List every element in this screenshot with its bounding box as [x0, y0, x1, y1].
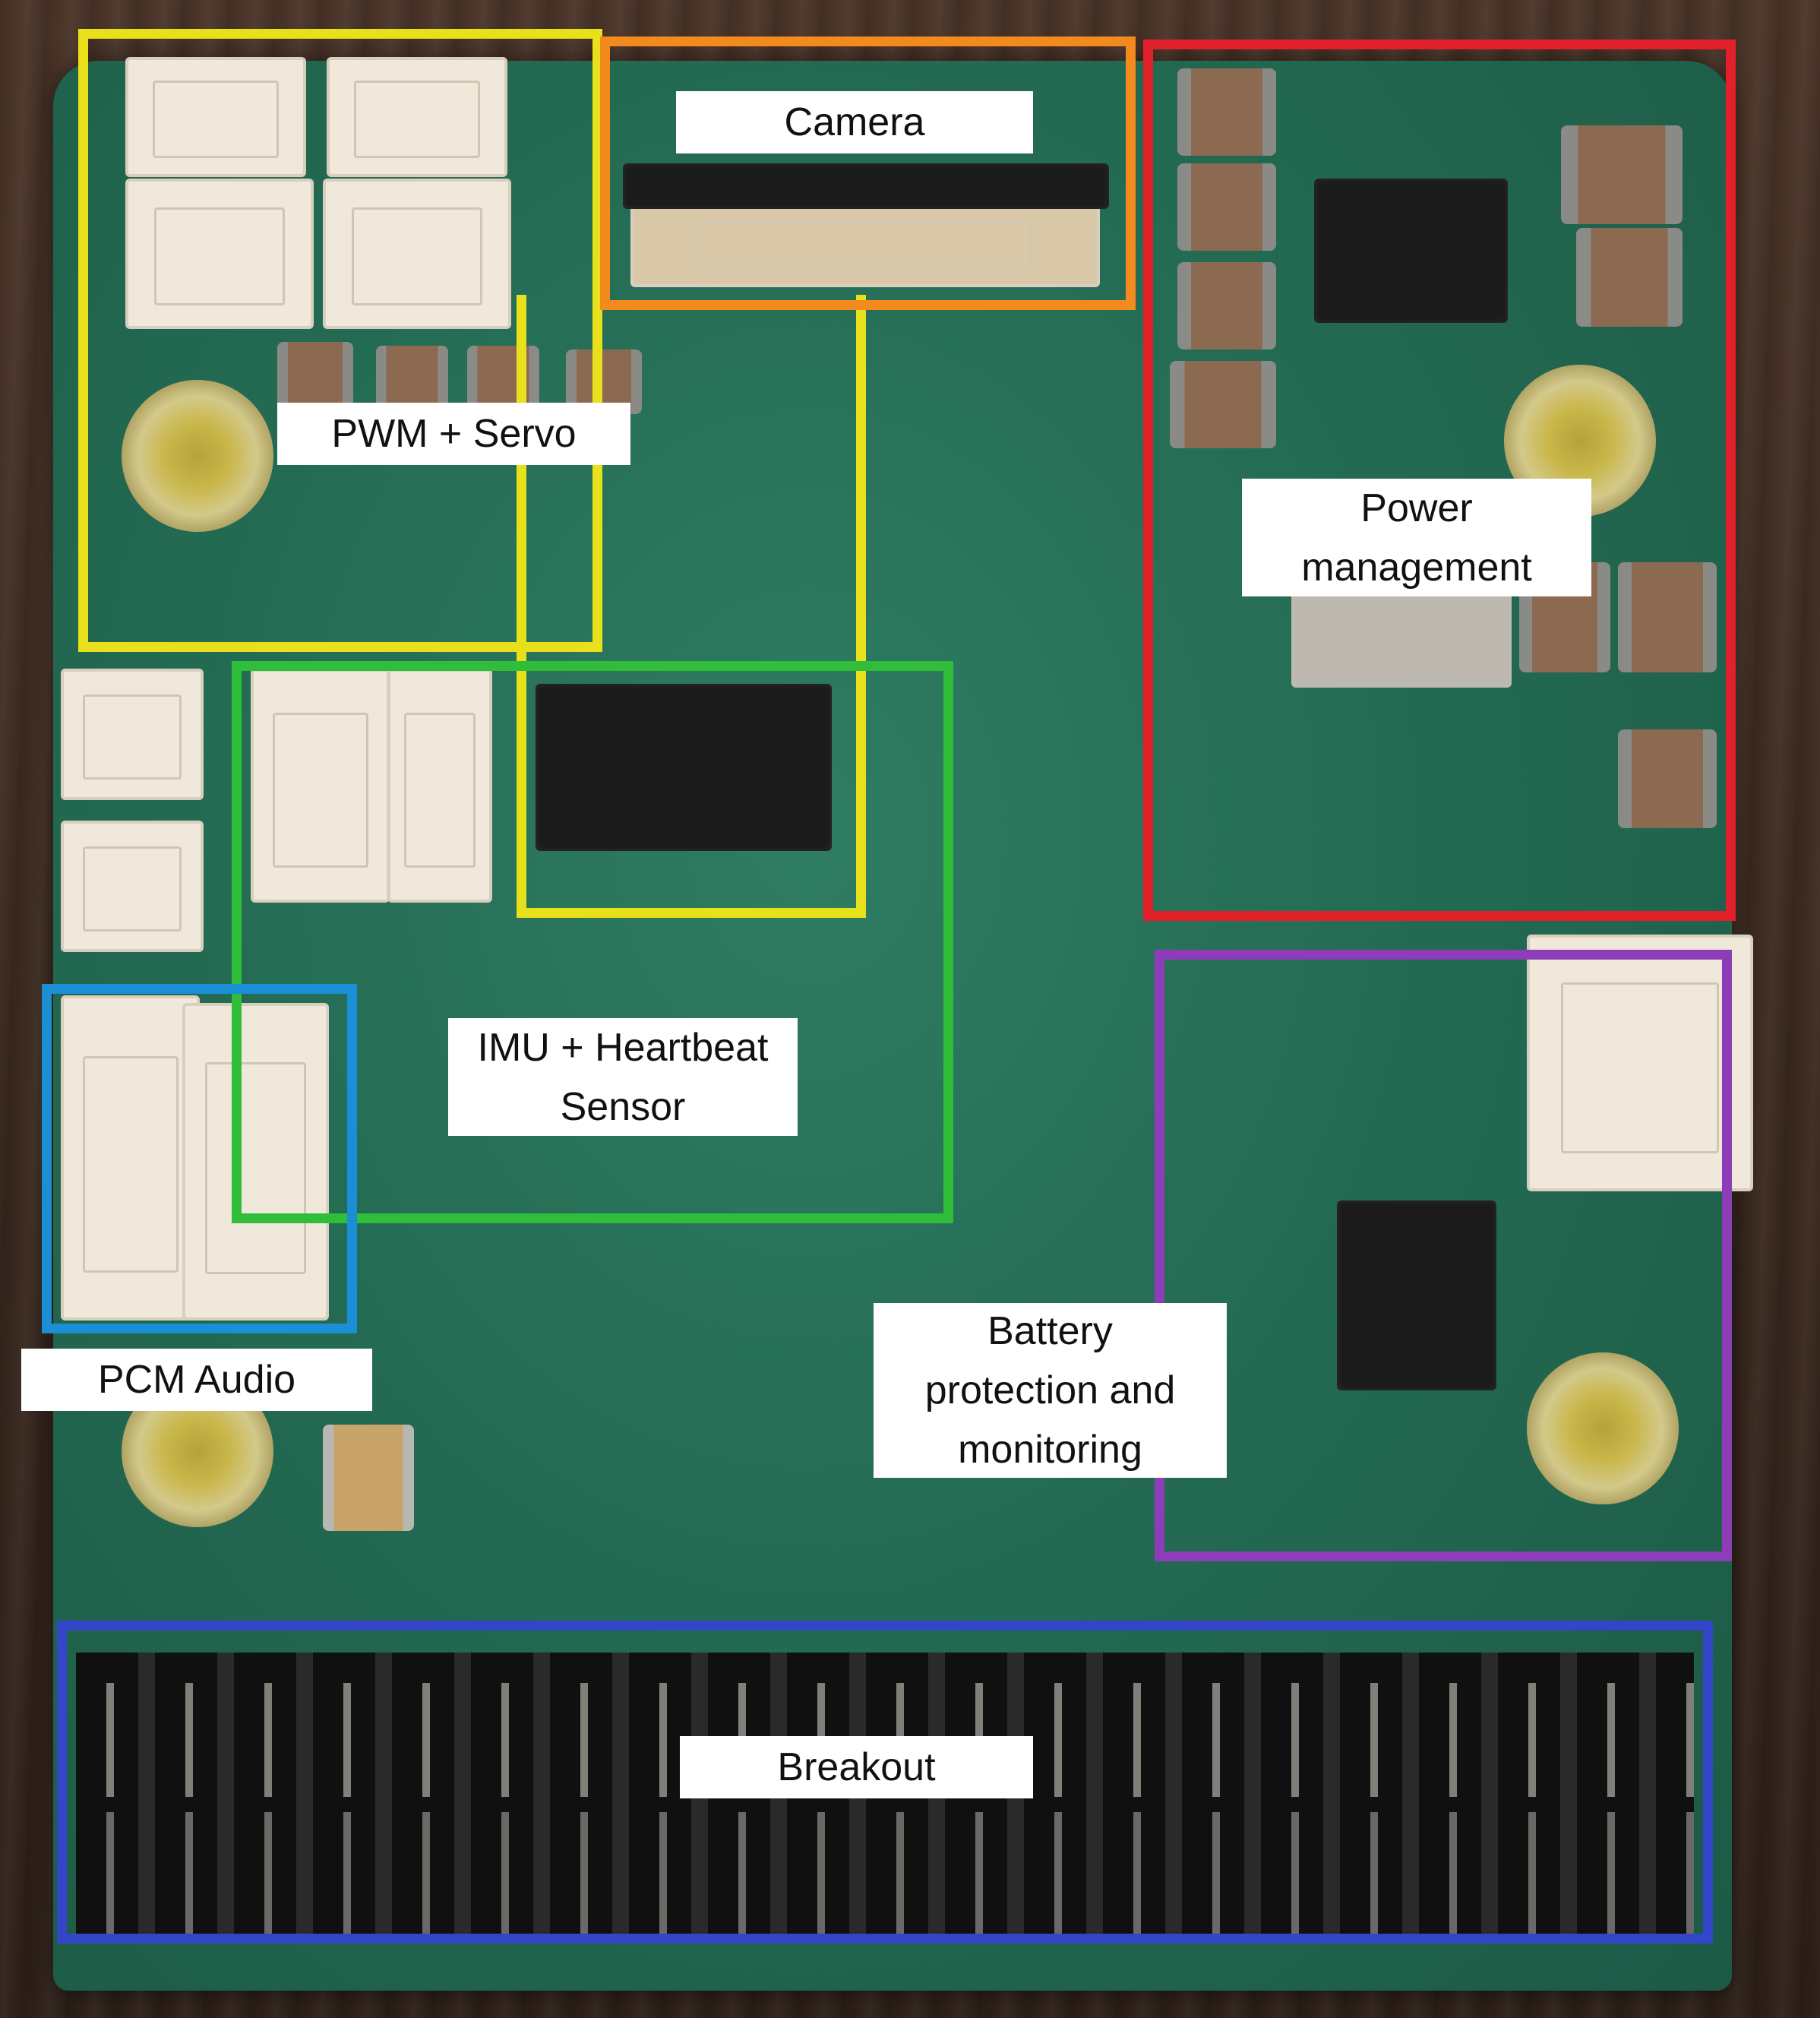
- camera-ribbon-connector: [630, 205, 1100, 287]
- label-pcm-audio: PCM Audio: [21, 1349, 372, 1411]
- label-imu-heartbeat: IMU + Heartbeat Sensor: [448, 1018, 798, 1136]
- capacitor: [1561, 125, 1683, 224]
- battery-protection-chip: [1337, 1200, 1496, 1390]
- mounting-hole-bottom-right: [1527, 1352, 1679, 1504]
- region-pwm-servo: [78, 29, 602, 652]
- capacitor: [1177, 163, 1276, 251]
- capacitor: [1170, 361, 1276, 448]
- capacitor: [1618, 562, 1717, 672]
- breakout-pin-header: [76, 1653, 1694, 1941]
- region-audio: [42, 984, 357, 1333]
- capacitor: [277, 342, 353, 410]
- capacitor: [1576, 228, 1683, 327]
- label-camera: Camera: [676, 91, 1033, 153]
- label-power-management: Power management: [1242, 479, 1591, 596]
- servo-connector: [125, 179, 314, 329]
- camera-connector-latch: [623, 163, 1109, 209]
- capacitor: [1177, 68, 1276, 156]
- battery-connector: [1527, 935, 1753, 1191]
- label-breakout: Breakout: [680, 1736, 1033, 1798]
- capacitor: [1618, 729, 1717, 828]
- servo-connector: [323, 179, 511, 329]
- pwm-driver-chip: [536, 684, 832, 851]
- servo-connector: [125, 57, 306, 177]
- capacitor: [376, 346, 448, 410]
- region-battery: [1155, 950, 1732, 1561]
- jst-connector: [61, 821, 204, 952]
- capacitor: [1177, 262, 1276, 350]
- label-battery: Battery protection and monitoring: [874, 1303, 1227, 1478]
- audio-connector: [182, 1003, 329, 1321]
- servo-connector: [327, 57, 507, 177]
- region-breakout: [57, 1621, 1713, 1944]
- region-imu: [232, 661, 953, 1223]
- capacitor: [467, 346, 539, 410]
- region-power: [1143, 40, 1736, 921]
- capacitor: [323, 1425, 414, 1531]
- label-pwm-servo: PWM + Servo: [277, 403, 630, 465]
- power-regulator-chip: [1314, 179, 1508, 323]
- mounting-hole-top-left: [122, 380, 273, 532]
- jst-connector: [61, 669, 204, 800]
- heartbeat-connector: [387, 669, 492, 903]
- region-camera: [600, 36, 1136, 310]
- inductor: [1291, 589, 1512, 688]
